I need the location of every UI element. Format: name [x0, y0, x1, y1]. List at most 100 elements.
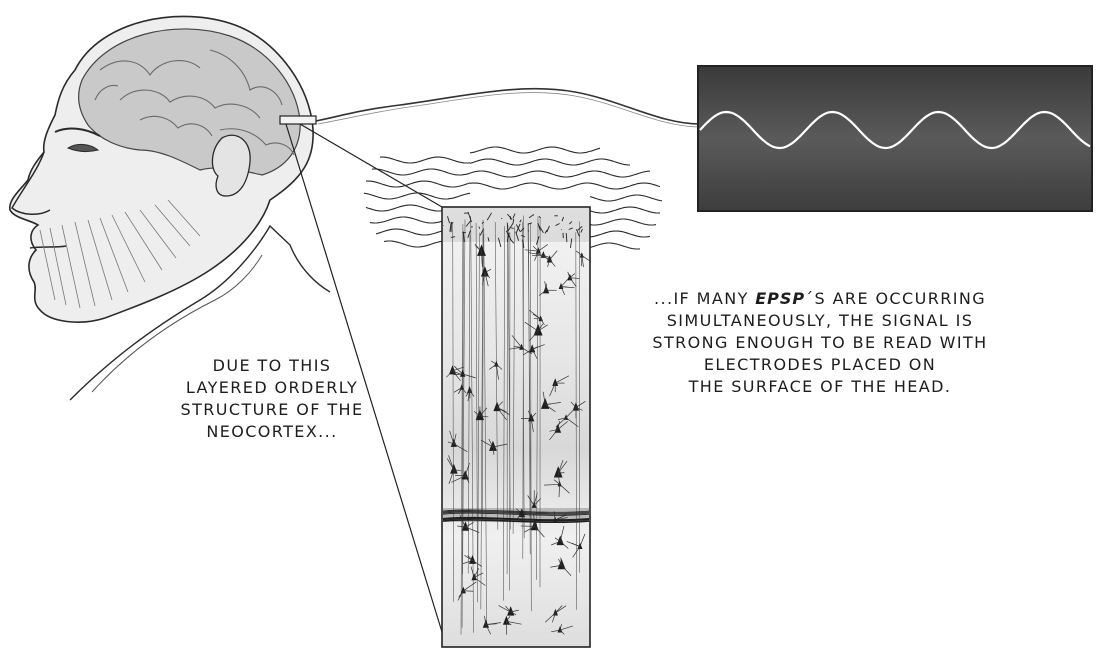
- dendrite: [528, 214, 534, 219]
- band-fiber: [442, 518, 590, 522]
- neuron-branch: [463, 560, 473, 564]
- neuron-branch: [465, 526, 480, 533]
- neuron-branch: [565, 417, 579, 428]
- neuron-branch: [557, 460, 564, 474]
- neuron: [558, 282, 564, 289]
- monitor-frame: [697, 65, 1093, 212]
- neuron-branch: [510, 611, 517, 616]
- dendrite: [509, 238, 515, 244]
- band-fiber: [442, 519, 590, 524]
- dendrite: [546, 225, 550, 233]
- neuron: [449, 365, 457, 375]
- neuron-branch: [484, 268, 492, 273]
- neuron-branch: [474, 243, 482, 252]
- band-fiber: [442, 510, 590, 514]
- neuron-branch: [581, 255, 592, 262]
- neuron-branch: [482, 272, 486, 286]
- neuron-branch: [479, 415, 489, 418]
- neuron-branch: [464, 475, 470, 483]
- caption-right-line-4: ELECTRODES PLACED ON: [703, 355, 937, 374]
- dendrite: [555, 223, 560, 227]
- dendrite: [537, 222, 541, 231]
- neuron-branch: [532, 245, 539, 252]
- dendrite: [538, 225, 544, 234]
- neuron: [480, 266, 489, 277]
- neuron-branch: [484, 615, 487, 625]
- fiber: [483, 230, 487, 624]
- neuron-branch: [528, 252, 544, 256]
- neuron-branch: [569, 277, 577, 288]
- neuron-branch: [549, 429, 559, 441]
- neuron-branch: [561, 564, 572, 576]
- neuron: [552, 378, 559, 387]
- dendrite: [467, 230, 471, 238]
- dendrite: [479, 228, 485, 236]
- neuron-branch: [465, 390, 470, 397]
- dendrite: [521, 234, 525, 238]
- dendrite: [544, 229, 548, 234]
- caption-left-line-3: STRUCTURE OF THE: [180, 400, 364, 419]
- neuron-branch: [551, 612, 556, 623]
- neuron-branch: [559, 625, 573, 631]
- neuron: [553, 466, 563, 478]
- fiber: [477, 232, 480, 577]
- neuron: [477, 244, 486, 256]
- neuron: [461, 521, 470, 531]
- neuron-branch: [569, 277, 580, 279]
- neuron-branch: [448, 469, 455, 484]
- neuron-branch: [491, 360, 497, 365]
- neuron-branch: [454, 365, 463, 375]
- neuron-branch: [457, 525, 466, 528]
- collar: [91, 254, 263, 393]
- wave-line: [469, 182, 661, 190]
- neuron-branch: [554, 537, 561, 542]
- neck-outline: [69, 224, 331, 401]
- neuron-branch: [472, 560, 483, 567]
- dendrite: [497, 237, 502, 248]
- wave-line: [383, 240, 443, 248]
- neuron-branch: [485, 624, 492, 635]
- caption-right-line-1: ...IF MANY EPSP´S ARE OCCURRING: [620, 288, 1020, 310]
- neuron-branch: [496, 401, 504, 408]
- neuron-branch: [463, 590, 474, 592]
- neuron-branch: [455, 474, 466, 477]
- neuron-branch: [549, 429, 558, 432]
- neuron-branch: [453, 433, 457, 444]
- neuron-branch: [559, 525, 565, 542]
- dendrite: [580, 228, 583, 233]
- wire: [315, 87, 701, 125]
- wave-line: [379, 156, 471, 164]
- neuron-branch: [446, 370, 453, 378]
- neuron-branch: [575, 401, 586, 408]
- caption-right-line-3: STRONG ENOUGH TO BE READ WITH: [652, 333, 988, 352]
- dendrite: [509, 227, 514, 229]
- neuron-branch: [559, 629, 565, 635]
- fiber: [494, 221, 499, 530]
- neuron: [467, 386, 473, 394]
- neuron-branch: [458, 387, 463, 394]
- neuron-branch: [528, 410, 532, 419]
- neuron-branch: [524, 249, 539, 252]
- neuron-branch: [529, 309, 541, 320]
- wire-shadow: [317, 92, 701, 128]
- neuron-branch: [495, 364, 499, 380]
- dendrite: [535, 236, 540, 245]
- wave-line: [365, 204, 443, 212]
- neuron-branch: [558, 472, 565, 474]
- neuron-branch: [544, 612, 556, 623]
- caption-left-line-2: LAYERED ORDERLY: [185, 378, 359, 397]
- caption-left-line-1: DUE TO THIS: [212, 356, 332, 375]
- neuron-branch: [549, 250, 558, 260]
- neuron-branch: [549, 382, 556, 397]
- dendrite: [478, 226, 481, 229]
- neuron-branch: [481, 251, 483, 265]
- eeg-monitor: [697, 65, 1093, 212]
- dendrite: [462, 232, 465, 242]
- neuron-branch: [446, 458, 455, 471]
- neuron-branch: [462, 373, 476, 379]
- neuron-branch: [557, 473, 560, 485]
- neuron-branch: [453, 469, 462, 471]
- neuron-branch: [555, 605, 567, 614]
- neuron-branch: [551, 629, 561, 633]
